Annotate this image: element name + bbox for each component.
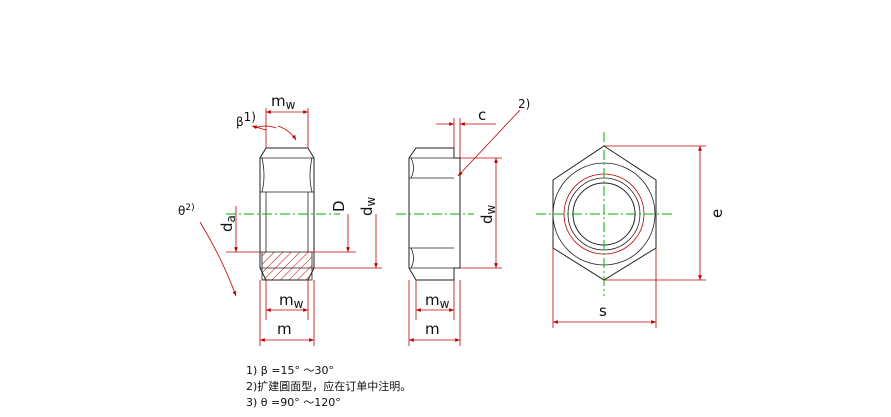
mw-bottom-label: mw [279, 291, 304, 311]
theta-arc [199, 221, 237, 297]
note-1: 1) β =15° ～30° [246, 364, 335, 377]
da-label: da [218, 215, 238, 232]
e-label: e [708, 209, 726, 218]
middle-side-view: c 2) dw mw m [396, 97, 530, 346]
D-label: D [330, 200, 348, 212]
theta-label: θ2) [178, 203, 195, 218]
left-face-curve-2 [309, 157, 313, 193]
mw-top-label: mw [271, 92, 296, 112]
c-label: c [478, 106, 486, 124]
dw-middle-label: dw [478, 204, 498, 224]
dw-left-label: dw [358, 196, 378, 216]
left-face-curve [261, 157, 265, 193]
note-3: 3) θ =90° ～120° [246, 396, 341, 409]
m-middle-label: m [425, 320, 440, 338]
left-section-view: mw β1) θ2) da D dw mw m [178, 92, 382, 346]
left-hatch-section [261, 251, 313, 281]
footnotes: 1) β =15° ～30° 2)扩建圓面型，应在订单中注明。 3) θ =90… [246, 363, 411, 411]
mw-middle-label: mw [425, 291, 450, 311]
s-label: s [599, 302, 607, 320]
ref2-leader [457, 109, 521, 177]
m-left-label: m [277, 320, 292, 338]
ref2-label: 2) [518, 97, 530, 111]
note-2: 2)扩建圓面型，应在订单中注明。 [246, 380, 412, 393]
right-top-view: e s [536, 132, 726, 328]
beta-label: β1) [236, 110, 256, 129]
